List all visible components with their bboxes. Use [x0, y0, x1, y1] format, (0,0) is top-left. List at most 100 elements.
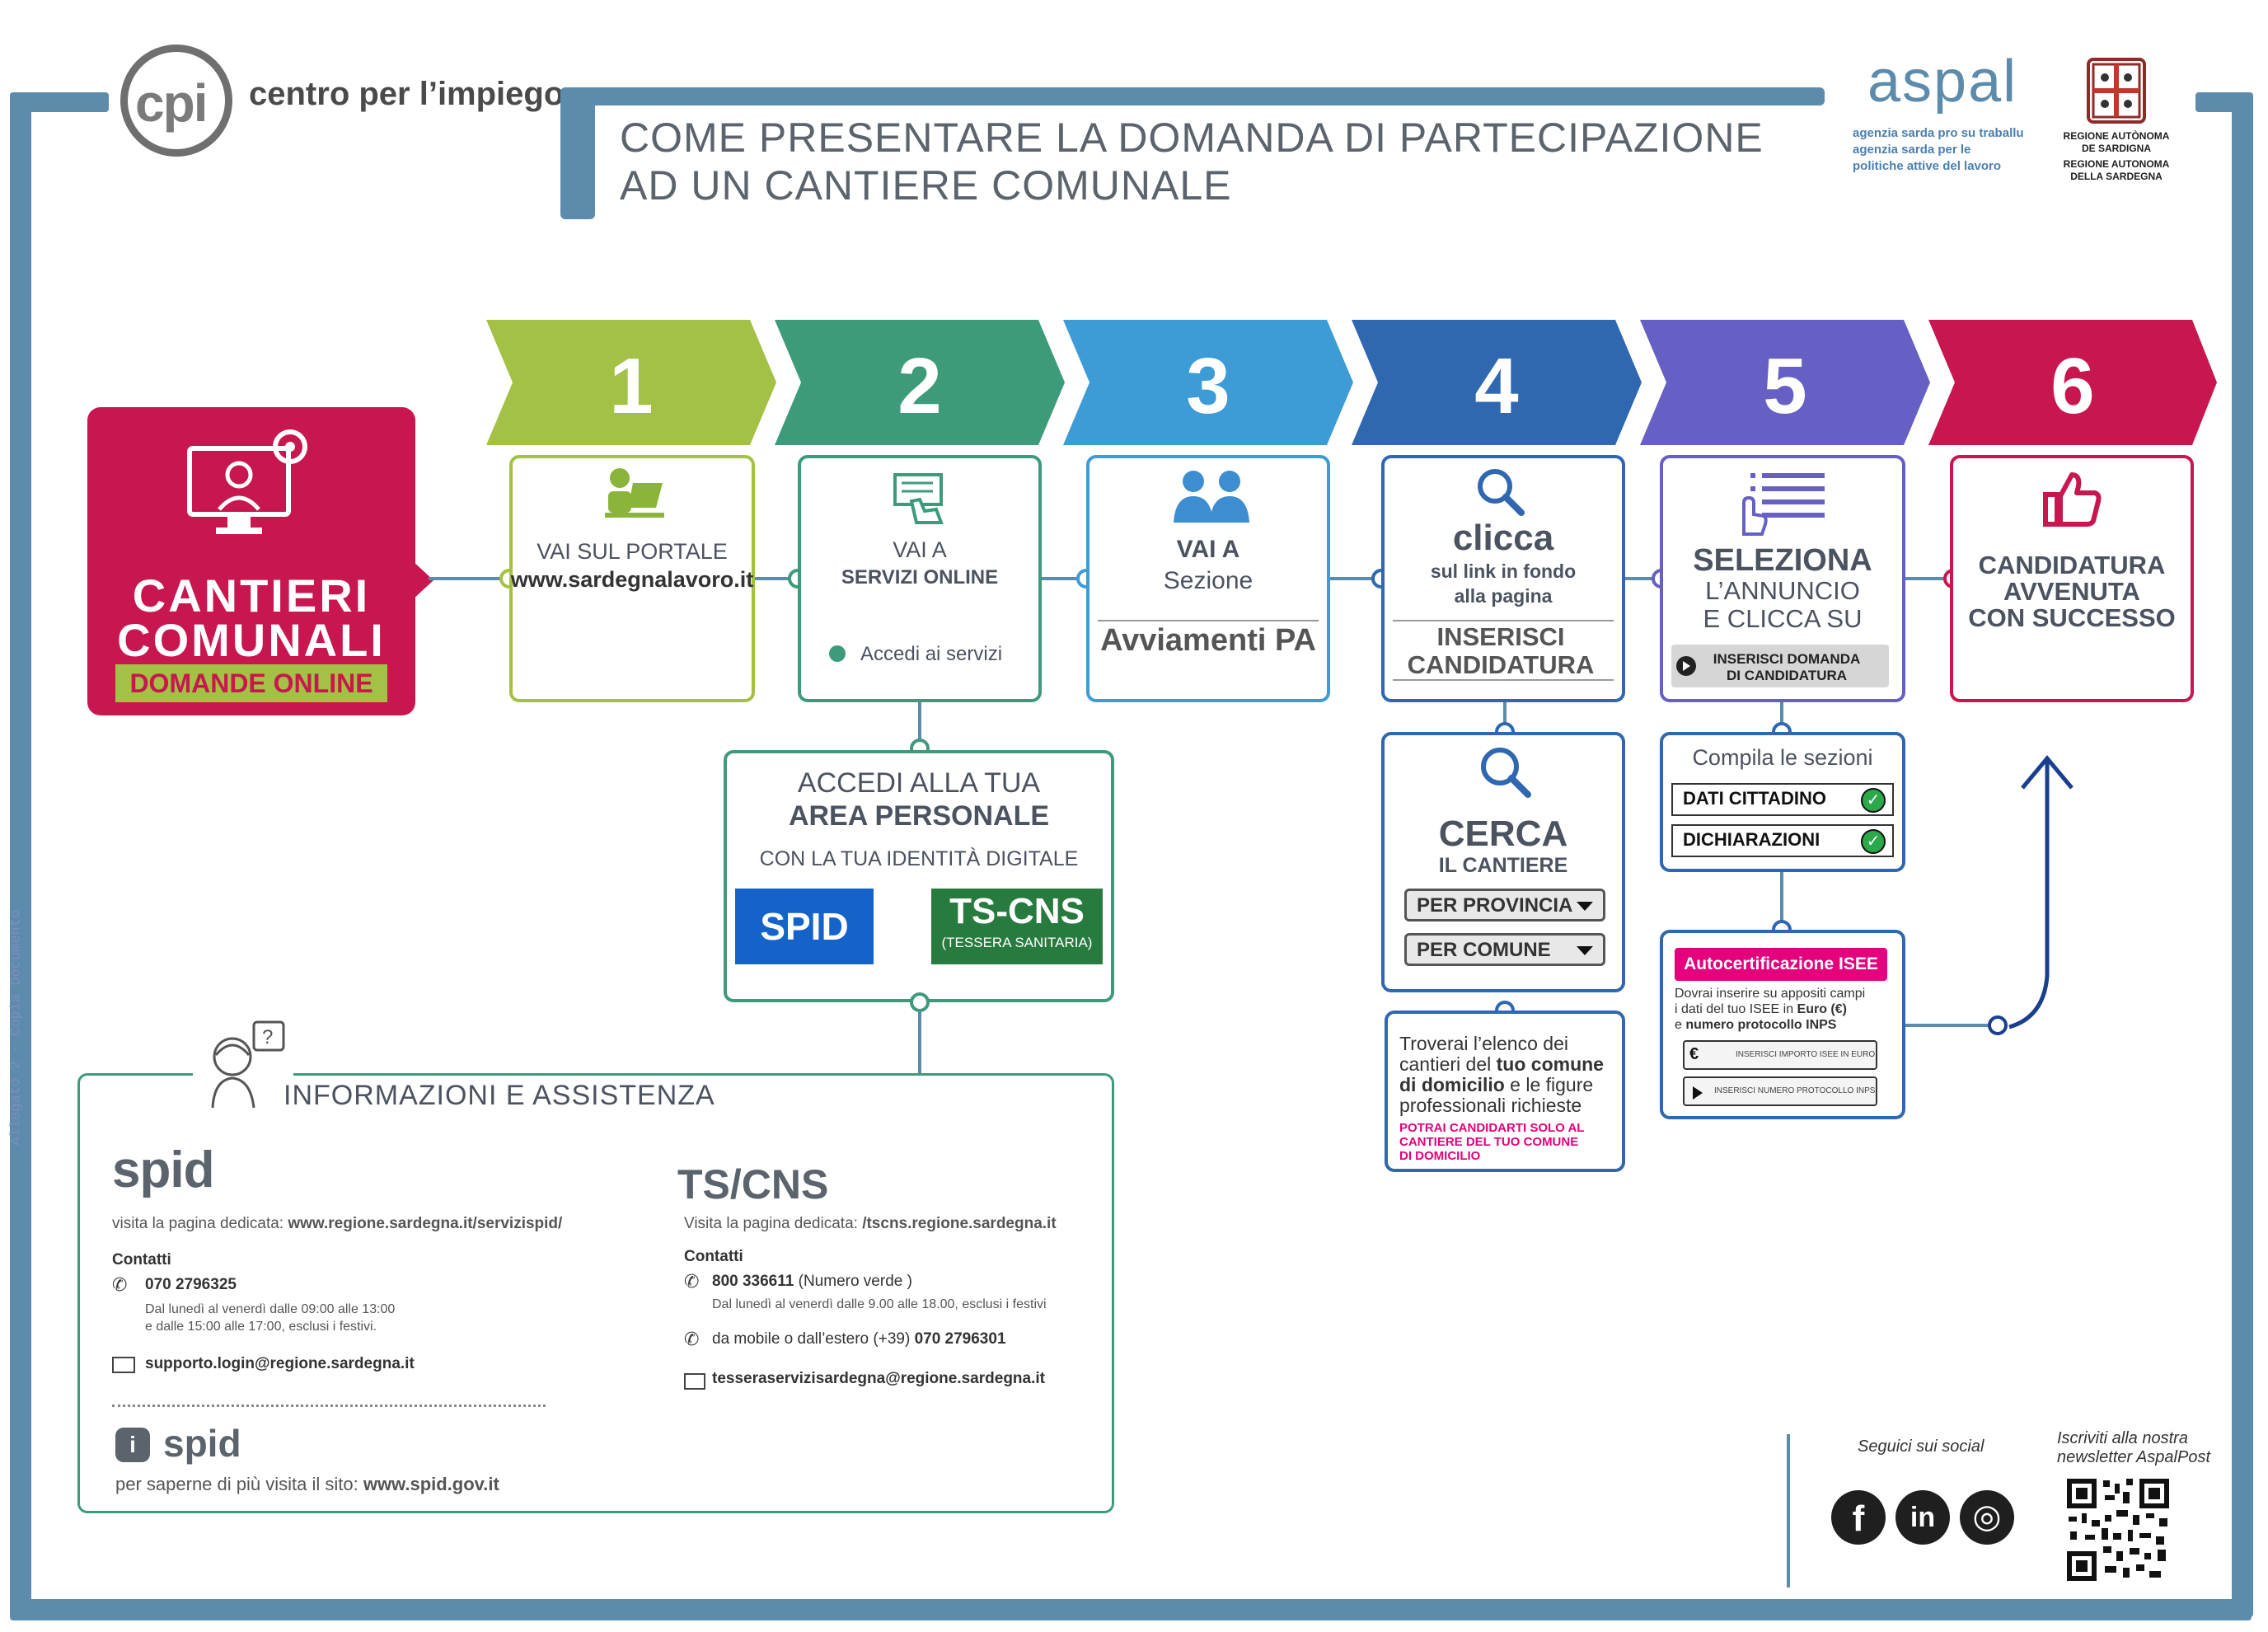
social-divider: [1787, 1434, 1790, 1587]
connector-1-2: [753, 577, 798, 580]
spid-url-link[interactable]: www.regione.sardegna.it/servizispid/: [288, 1215, 563, 1232]
chevron-1: [486, 320, 776, 445]
bullet-icon: [829, 645, 846, 662]
step6-box: [1950, 455, 2194, 702]
ras-text: REGIONE AUTÒNOMA DE SARDIGNA REGIONE AUT…: [2063, 130, 2170, 182]
step5-text: SELEZIONA L’ANNUNCIO E CLICCA SU: [1693, 543, 1872, 633]
phone-icon: ✆: [684, 1271, 700, 1292]
ras-emblem-icon: [2087, 58, 2146, 124]
person-laptop-icon: [602, 467, 668, 527]
inserisci-domanda-button[interactable]: INSERISCI DOMANDA DI CANDIDATURA: [1671, 645, 1889, 687]
linkedin-icon[interactable]: in: [1895, 1490, 1950, 1545]
frame-top-left: [10, 92, 109, 112]
tscns-mail-link[interactable]: tesseraservizisardegna@regione.sardegna.…: [712, 1370, 1045, 1387]
isee-protocollo-field[interactable]: INSERISCI NUMERO PROTOCOLLO INPS: [1683, 1076, 1877, 1106]
chevron-6: [1928, 320, 2217, 445]
play-triangle-icon: [1693, 1086, 1703, 1100]
cpi-logo-ring: [120, 45, 232, 157]
chevron-down-icon: [1577, 902, 1593, 911]
spid-phone[interactable]: 070 2796325: [145, 1276, 237, 1293]
hero-title: CANTIERI COMUNALI: [117, 570, 386, 666]
spid-button[interactable]: SPID: [735, 889, 874, 964]
chevron-5: [1640, 320, 1930, 445]
frame-right: [2232, 92, 2253, 1617]
step4-divider-2: [1393, 679, 1614, 681]
accedi-servizi-link[interactable]: Accedi ai servizi: [829, 643, 1002, 666]
info-box: [77, 1073, 1114, 1513]
connector-4-5: [1625, 577, 1666, 580]
frame-bottom: [10, 1599, 2252, 1620]
provincia-dropdown[interactable]: PER PROVINCIA: [1404, 889, 1605, 922]
info-title: INFORMAZIONI E ASSISTENZA: [284, 1080, 715, 1111]
chevron-3: [1063, 320, 1353, 445]
tscns-url-link[interactable]: /tscns.regione.sardegna.it: [862, 1215, 1057, 1232]
qr-code-icon[interactable]: [2064, 1475, 2172, 1588]
spid-logo: spid: [112, 1142, 214, 1198]
hand-form-icon: [892, 471, 949, 528]
spid-gov-link[interactable]: www.spid.gov.it: [363, 1474, 499, 1494]
success-arrow-icon: [2008, 755, 2074, 1029]
chevron-4: [1352, 320, 1642, 445]
spid-hours: Dal lunedì al venerdì dalle 09:00 alle 1…: [145, 1302, 396, 1334]
elenco-warning: POTRAI CANDIDARTI SOLO AL CANTIERE DEL T…: [1399, 1121, 1585, 1163]
isee-text: Dovrai inserire su appositi campi i dati…: [1675, 987, 1866, 1032]
step3-text: VAI A Sezione: [1163, 536, 1253, 594]
dichiarazioni-section[interactable]: DICHIARAZIONI ✓: [1671, 824, 1894, 857]
svg-text:?: ?: [262, 1026, 273, 1048]
thumbs-up-icon: [2042, 470, 2102, 533]
spid-mail-link[interactable]: supporto.login@regione.sardegna.it: [145, 1355, 415, 1372]
spid-logo-small: spid: [163, 1422, 241, 1465]
connector-2-area: [918, 702, 921, 745]
connector-sezioni-isee: [1780, 872, 1783, 930]
newsletter-label: Iscriviti alla nostra newsletter AspalPo…: [2057, 1429, 2211, 1466]
tscns-logo: TS/CNS: [677, 1161, 829, 1208]
isee-badge: Autocertificazione ISEE: [1675, 948, 1887, 981]
support-person-icon: ?: [193, 1019, 293, 1114]
elenco-text: Troverai l’elenco dei cantieri del tuo c…: [1399, 1033, 1604, 1116]
tscns-button[interactable]: TS-CNS (TESSERA SANITARIA): [931, 889, 1103, 964]
tscns-mobile[interactable]: da mobile o dall’estero (+39) 070 279630…: [712, 1330, 1006, 1348]
aspal-logo: aspal: [1867, 49, 2018, 115]
spid-visit: visita la pagina dedicata: www.regione.s…: [112, 1215, 563, 1232]
info-icon: i: [115, 1428, 150, 1462]
connector-2-3: [1042, 577, 1086, 580]
step3-box: [1086, 455, 1330, 702]
dati-cittadino-section[interactable]: DATI CITTADINO ✓: [1671, 783, 1894, 816]
connector-5-6: [1905, 577, 1955, 580]
cerca-title: CERCA IL CANTIERE: [1438, 814, 1568, 878]
facebook-icon[interactable]: f: [1831, 1490, 1886, 1545]
dotted-divider: [112, 1405, 546, 1407]
portal-link[interactable]: www.sardegnalavoro.it: [510, 567, 754, 592]
inserisci-candidatura-link[interactable]: INSERISCI CANDIDATURA: [1407, 622, 1595, 679]
connector-4-cerca: [1503, 702, 1507, 732]
tscns-phone[interactable]: 800 336611 (Numero verde ): [712, 1273, 912, 1290]
check-icon: ✓: [1861, 829, 1886, 854]
social-label: Seguici sui social: [1858, 1437, 1984, 1456]
instagram-icon[interactable]: ◎: [1960, 1490, 2014, 1545]
step4-divider: [1393, 620, 1614, 621]
tscns-visit: Visita la pagina dedicata: /tscns.region…: [684, 1215, 1057, 1232]
chevron-2: [775, 320, 1065, 445]
chevron-5-label: 5: [1763, 342, 1807, 430]
spid-contatti-label: Contatti: [112, 1251, 171, 1269]
comune-dropdown[interactable]: PER COMUNE: [1404, 933, 1605, 966]
computer-worker-gear-icon: [183, 424, 315, 551]
mail-icon: [112, 1357, 135, 1373]
area-personale-text: ACCEDI ALLA TUA AREA PERSONALE CON LA TU…: [759, 767, 1079, 870]
euro-icon: €: [1689, 1045, 1699, 1063]
phone-icon: ✆: [684, 1329, 700, 1349]
page-title: COME PRESENTARE LA DOMANDA DI PARTECIPAZ…: [620, 115, 1764, 209]
sezioni-title: Compila le sezioni: [1692, 745, 1873, 770]
chevron-4-label: 4: [1474, 342, 1519, 430]
play-triangle-icon: [1683, 661, 1690, 671]
chevron-3-label: 3: [1186, 342, 1230, 430]
isee-importo-field[interactable]: € INSERISCI IMPORTO ISEE IN EURO: [1683, 1040, 1877, 1070]
hero-card: [87, 407, 415, 715]
search-icon: [1475, 467, 1525, 520]
connector-5-sezioni: [1780, 702, 1783, 732]
step2-text: VAI A SERVIZI ONLINE: [841, 537, 999, 589]
chevron-1-label: 1: [609, 342, 654, 430]
avviamenti-pa-link[interactable]: Avviamenti PA: [1100, 623, 1316, 658]
side-stamp: Allegato 2 - Copia Documento: [8, 909, 25, 1146]
step1-text: VAI SUL PORTALE www.sardegnalavoro.it: [510, 539, 754, 592]
